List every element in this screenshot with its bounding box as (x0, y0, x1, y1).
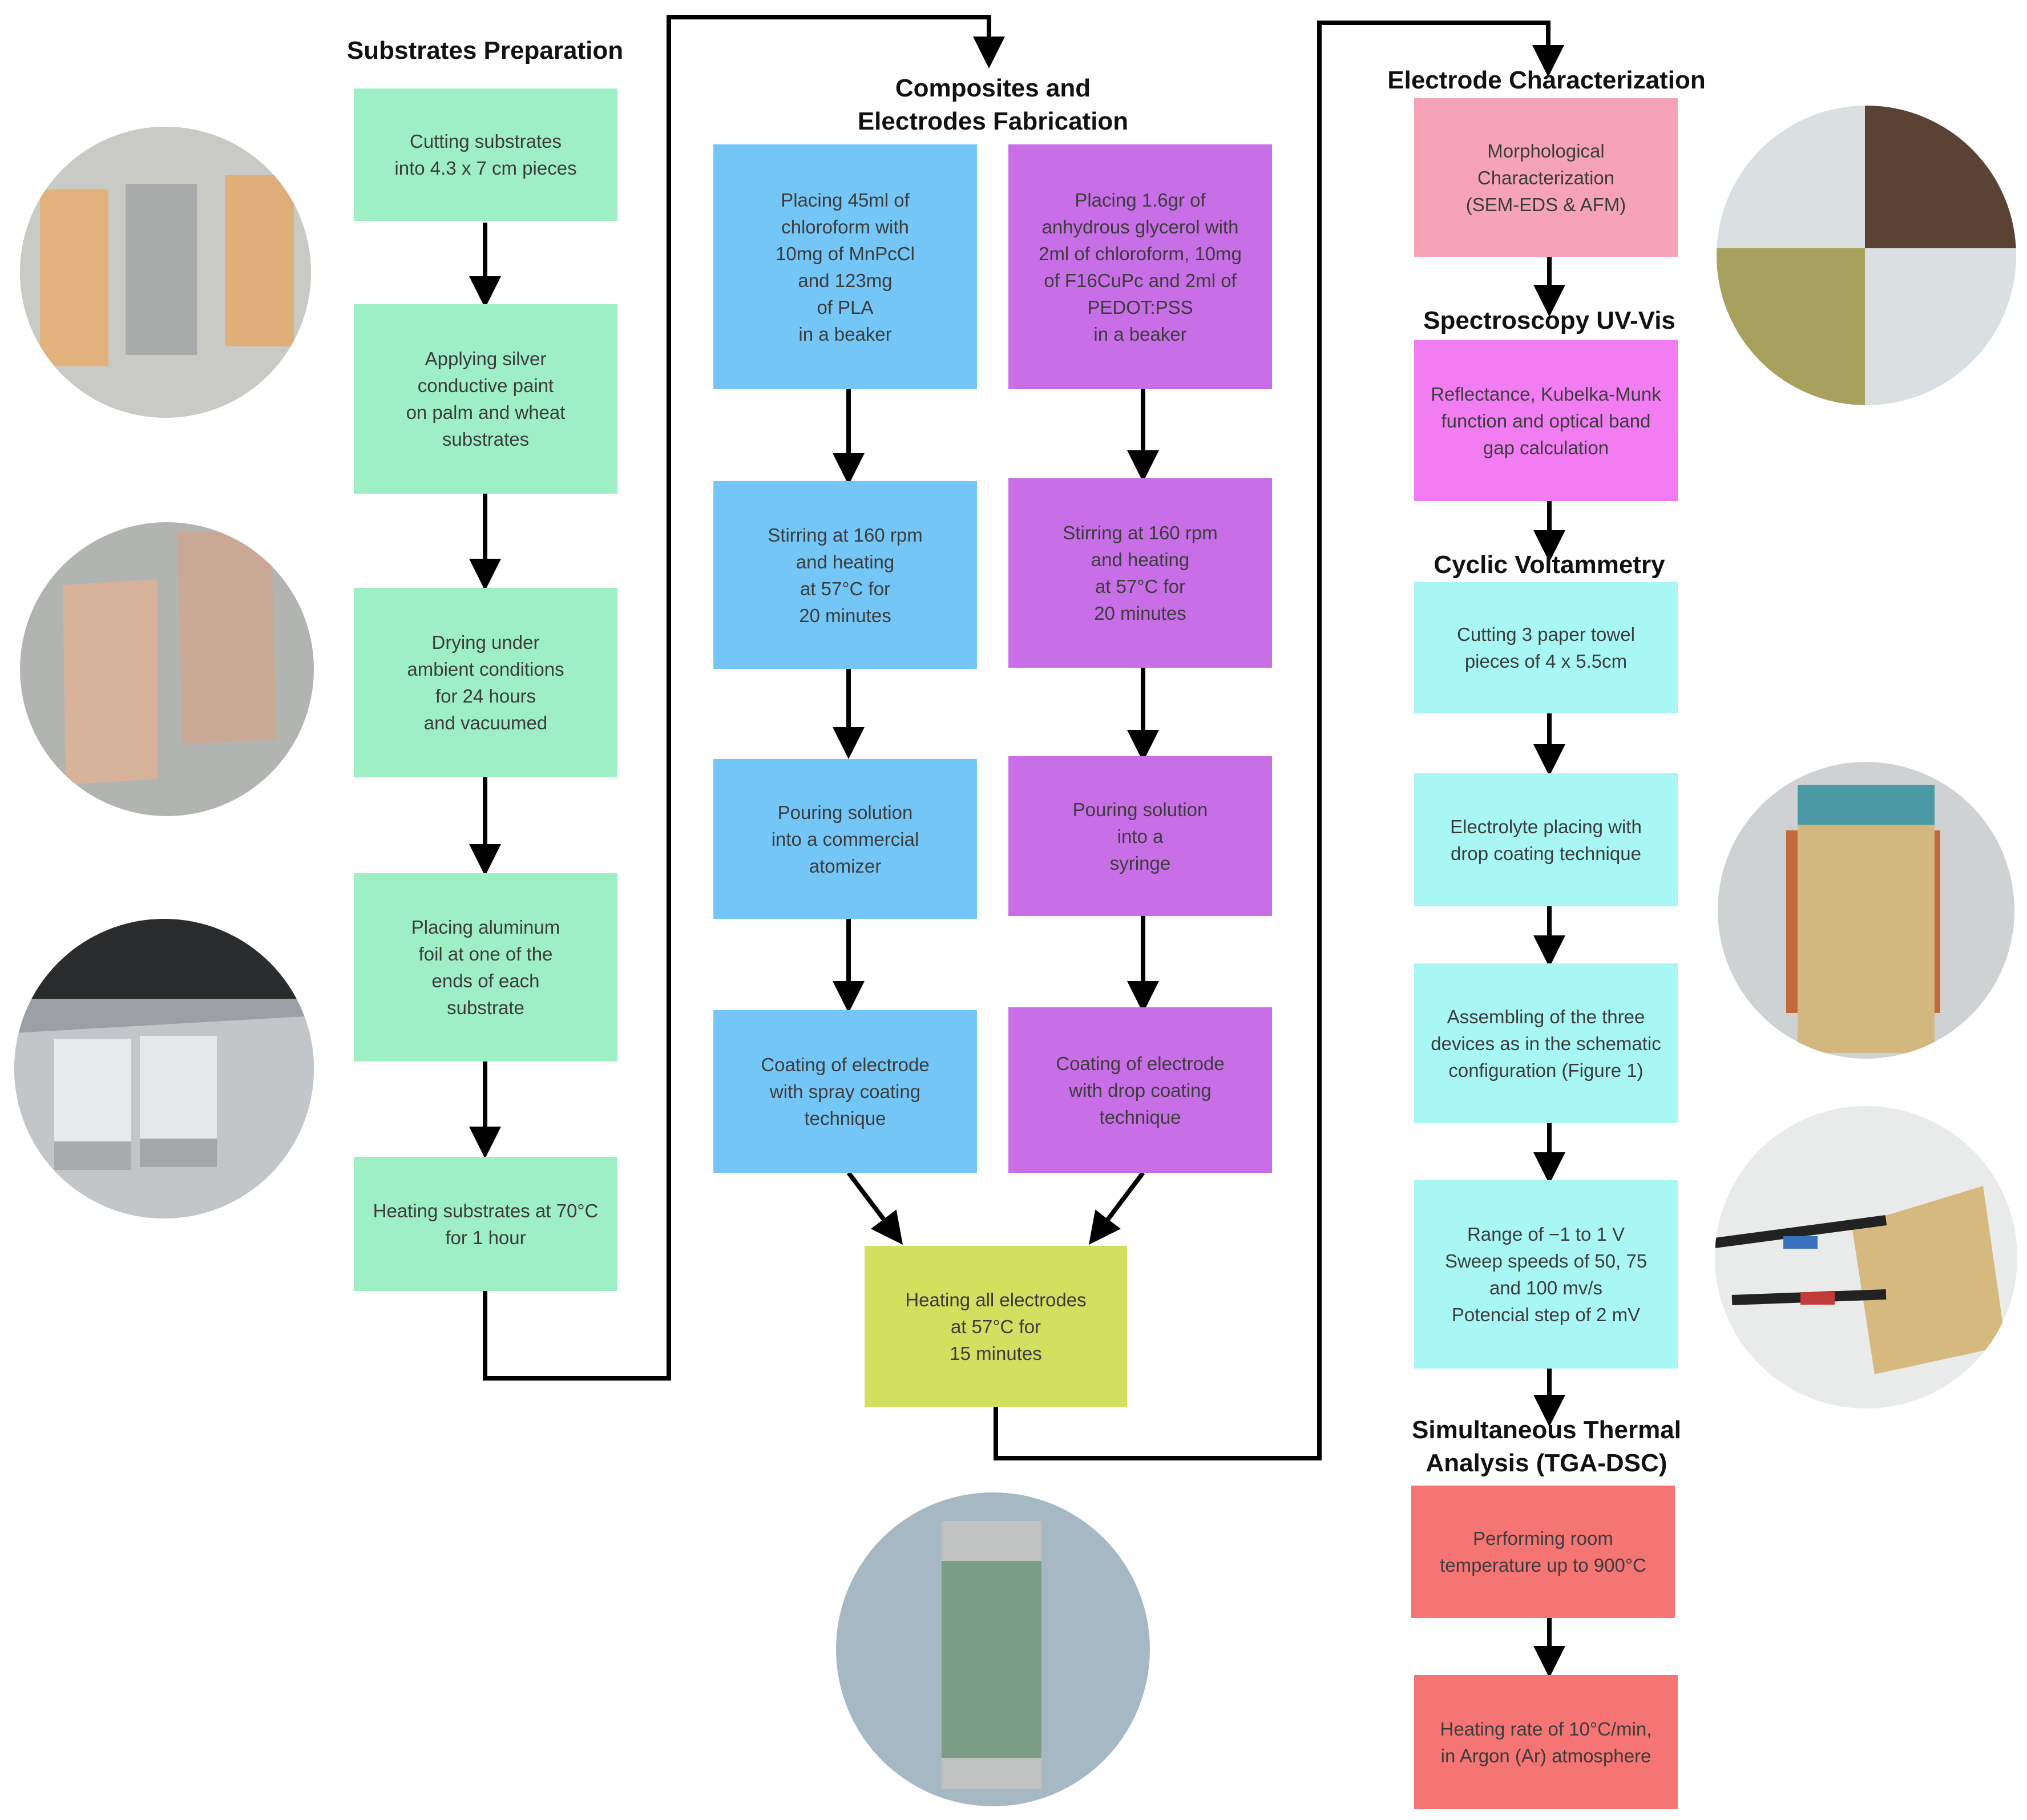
photo-cut-substrates (20, 127, 311, 418)
step-room-temperature: Performing room temperature up to 900°C (1411, 1486, 1675, 1618)
step-placing-glycerol: Placing 1.6gr of anhydrous glycerol with… (1008, 144, 1272, 389)
step-cutting-substrates: Cutting substrates into 4.3 x 7 cm piece… (354, 88, 617, 221)
photo-painted-substrates (20, 522, 314, 816)
step-aluminum-foil: Placing aluminum foil at one of the ends… (354, 873, 617, 1062)
step-spray-coating: Coating of electrode with spray coating … (713, 1010, 977, 1173)
connector-composites-to-characterization (994, 21, 1564, 1460)
photo-aluminum-foil (14, 919, 314, 1218)
step-drop-coating: Coating of electrode with drop coating t… (1008, 1007, 1272, 1173)
step-electrolyte-placing: Electrolyte placing with drop coating te… (1414, 773, 1678, 906)
connector-substrates-to-composites (483, 15, 1005, 1381)
step-uvvis-reflectance: Reflectance, Kubelka-Munk function and o… (1414, 340, 1678, 501)
step-stirring-spray: Stirring at 160 rpm and heating at 57°C … (713, 481, 977, 669)
arrow (1088, 1171, 1145, 1245)
step-drying: Drying under ambient conditions for 24 h… (354, 588, 617, 777)
step-silver-paint: Applying silver conductive paint on palm… (354, 304, 617, 494)
heading-thermal-analysis: Simultaneous Thermal Analysis (TGA-DSC) (1412, 1416, 1681, 1477)
step-heating-rate-argon: Heating rate of 10°C/min, in Argon (Ar) … (1414, 1675, 1678, 1809)
heading-spectroscopy-uvvis: Spectroscopy UV-Vis (1423, 306, 1675, 334)
step-heating-all-electrodes: Heating all electrodes at 57°C for 15 mi… (865, 1246, 1127, 1407)
step-morphological: Morphological Characterization (SEM-EDS … (1414, 98, 1678, 257)
heading-electrode-characterization: Electrode Characterization (1387, 66, 1706, 94)
photo-finished-electrode (836, 1492, 1150, 1806)
heading-substrates-preparation: Substrates Preparation (346, 37, 624, 64)
heading-composites-fabrication: Composites and Electrodes Fabrication (857, 74, 1129, 135)
step-pouring-atomizer: Pouring solution into a commercial atomi… (713, 759, 977, 919)
step-stirring-drop: Stirring at 160 rpm and heating at 57°C … (1008, 478, 1272, 668)
step-placing-mnpccl: Placing 45ml of chloroform with 10mg of … (713, 144, 977, 389)
photo-wheat-electrode (1718, 762, 2014, 1059)
step-pouring-syringe: Pouring solution into a syringe (1008, 756, 1272, 916)
photo-device-connected (1715, 1106, 2017, 1409)
step-voltage-range: Range of −1 to 1 V Sweep speeds of 50, 7… (1414, 1180, 1678, 1369)
step-assembling-devices: Assembling of the three devices as in th… (1414, 963, 1678, 1123)
step-cutting-paper-towel: Cutting 3 paper towel pieces of 4 x 5.5c… (1414, 582, 1678, 713)
heading-cyclic-voltammetry: Cyclic Voltammetry (1434, 551, 1665, 579)
photo-morphology-samples (1717, 106, 2016, 405)
step-heating-substrates: Heating substrates at 70°C for 1 hour (354, 1157, 617, 1291)
arrow (846, 1171, 903, 1245)
